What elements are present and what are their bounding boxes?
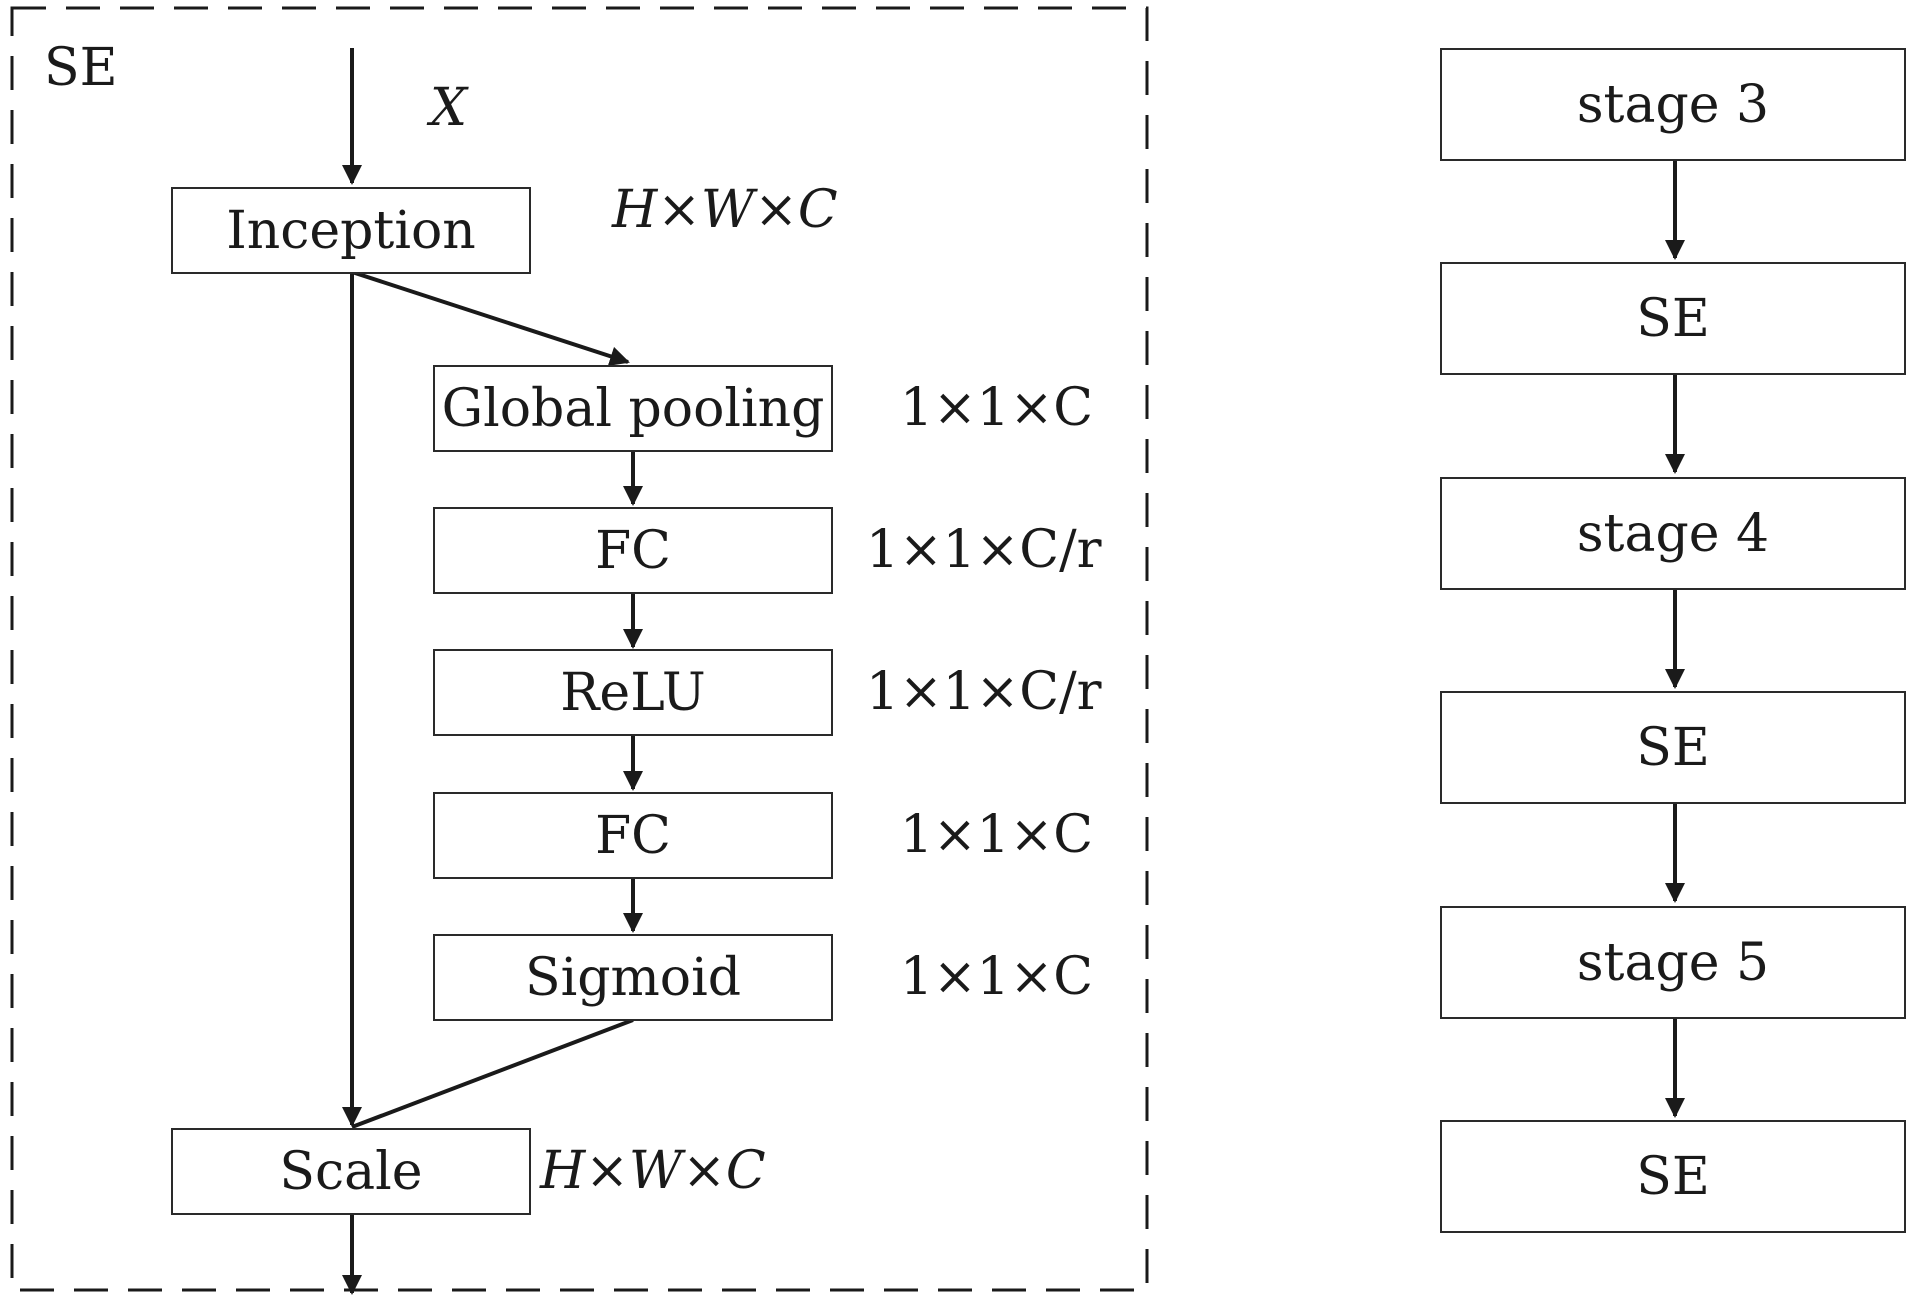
fc2-label: FC (595, 805, 671, 866)
se-container (10, 6, 1149, 1292)
scale-box: Scale (171, 1128, 531, 1215)
sigmoid-label: Sigmoid (524, 947, 742, 1008)
input-label: X (430, 78, 468, 138)
fc2-dim: 1×1×C (900, 805, 1094, 865)
stage5-box: stage 5 (1440, 906, 1906, 1019)
inception-to-pooling-arrow (351, 270, 630, 366)
stage3-box: stage 3 (1440, 48, 1906, 161)
inception-box: Inception (171, 187, 531, 274)
scale-dim: H×W×C (540, 1141, 766, 1201)
sigmoid-dim: 1×1×C (900, 947, 1094, 1007)
stage4-label: stage 4 (1576, 503, 1770, 564)
stage5-label: stage 5 (1576, 932, 1770, 993)
sigmoid-box: Sigmoid (433, 934, 833, 1021)
global-pooling-dim: 1×1×C (900, 378, 1094, 438)
se1-label: SE (1636, 288, 1710, 349)
fc2-box: FC (433, 792, 833, 879)
stage3-label: stage 3 (1576, 74, 1770, 135)
sigmoid-to-scale-line (351, 1018, 634, 1129)
se3-box: SE (1440, 1120, 1906, 1233)
relu-box: ReLU (433, 649, 833, 736)
scale-label: Scale (279, 1141, 423, 1202)
se2-box: SE (1440, 691, 1906, 804)
global-pooling-label: Global pooling (441, 378, 825, 439)
global-pooling-box: Global pooling (433, 365, 833, 452)
fc1-label: FC (595, 520, 671, 581)
se3-label: SE (1636, 1146, 1710, 1207)
se-block-label: SE (44, 38, 118, 98)
se1-box: SE (1440, 262, 1906, 375)
stage4-box: stage 4 (1440, 477, 1906, 590)
se2-label: SE (1636, 717, 1710, 778)
fc1-dim: 1×1×C/r (866, 520, 1102, 580)
fc1-box: FC (433, 507, 833, 594)
relu-dim: 1×1×C/r (866, 662, 1102, 722)
inception-label: Inception (226, 200, 476, 261)
relu-label: ReLU (560, 662, 706, 723)
inception-dim: H×W×C (612, 180, 838, 240)
